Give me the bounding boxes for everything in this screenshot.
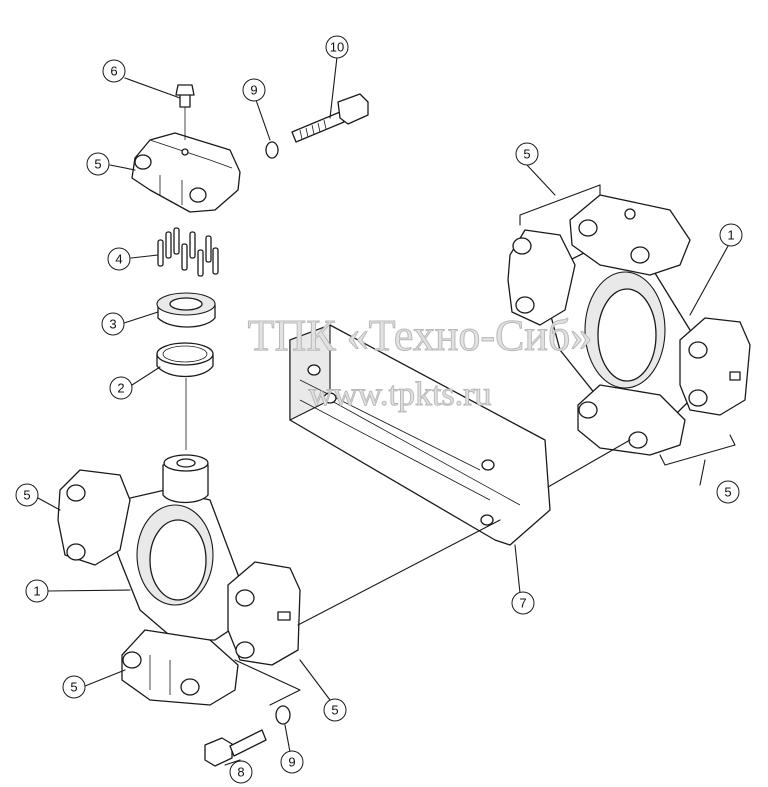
needle-rollers bbox=[157, 227, 219, 277]
right-cap-bottom bbox=[577, 384, 686, 456]
right-cap-right bbox=[679, 317, 751, 416]
callout-5-left-lower-label: 5 bbox=[70, 680, 77, 695]
connecting-shaft bbox=[289, 324, 551, 546]
right-cap-left bbox=[507, 229, 576, 326]
callout-6-label: 6 bbox=[110, 64, 117, 79]
bearing-cup bbox=[156, 292, 216, 328]
watermark: ТПК «Техно-Сиб» www.tpkts.ru bbox=[247, 311, 593, 414]
left-cross-yoke bbox=[99, 454, 246, 641]
callout-5-cap: 5 bbox=[86, 152, 110, 176]
grease-fitting bbox=[175, 84, 195, 140]
seal-ring bbox=[156, 342, 214, 378]
callout-2: 2 bbox=[109, 376, 133, 400]
callout-1-left-label: 1 bbox=[33, 584, 40, 599]
callout-5-left-upper-label: 5 bbox=[23, 488, 30, 503]
lock-washer-top bbox=[265, 141, 279, 159]
callout-5-right-top: 5 bbox=[515, 142, 539, 166]
right-cross-yoke bbox=[539, 244, 701, 431]
callout-1-right: 1 bbox=[719, 223, 743, 247]
bolt-bottom bbox=[204, 729, 267, 767]
watermark-line2: www.tpkts.ru bbox=[309, 376, 492, 413]
upper-bearing-cap bbox=[131, 132, 241, 213]
callout-5-right-bottom-label: 5 bbox=[724, 485, 731, 500]
callout-9-top-label: 9 bbox=[250, 83, 257, 98]
callout-6: 6 bbox=[102, 59, 126, 83]
callout-4: 4 bbox=[107, 247, 131, 271]
leader-lines bbox=[37, 56, 736, 766]
watermark-line1: ТПК «Техно-Сиб» bbox=[248, 311, 593, 360]
left-cap-lower bbox=[121, 629, 239, 706]
callout-5-left-upper: 5 bbox=[15, 483, 39, 507]
callout-5-left-lower: 5 bbox=[62, 675, 86, 699]
callout-9-top: 9 bbox=[242, 78, 266, 102]
callout-4-label: 4 bbox=[115, 252, 122, 267]
callout-1-left: 1 bbox=[25, 579, 49, 603]
callout-7-label: 7 bbox=[519, 596, 526, 611]
callout-5-right-top-label: 5 bbox=[523, 147, 530, 162]
callout-9-bottom: 9 bbox=[280, 750, 304, 774]
right-cap-top bbox=[569, 194, 691, 276]
callout-8: 8 bbox=[229, 760, 253, 784]
callout-10-label: 10 bbox=[330, 40, 344, 55]
callout-7: 7 bbox=[511, 591, 535, 615]
callout-5-right-bottom: 5 bbox=[716, 480, 740, 504]
callout-3-label: 3 bbox=[109, 317, 116, 332]
callout-3: 3 bbox=[101, 312, 125, 336]
callout-8-label: 8 bbox=[237, 765, 244, 780]
callout-5-left-right-label: 5 bbox=[331, 703, 338, 718]
callout-9-bottom-label: 9 bbox=[288, 755, 295, 770]
callout-10: 10 bbox=[325, 35, 349, 59]
lock-washer-bottom bbox=[275, 705, 291, 725]
callout-5-cap-label: 5 bbox=[94, 157, 101, 172]
left-cap-right bbox=[227, 561, 301, 666]
callout-1-right-label: 1 bbox=[727, 228, 734, 243]
left-cap-upper bbox=[57, 469, 131, 566]
callout-2-label: 2 bbox=[117, 381, 124, 396]
cap-bolt-top bbox=[291, 93, 369, 143]
callout-5-left-right: 5 bbox=[323, 698, 347, 722]
